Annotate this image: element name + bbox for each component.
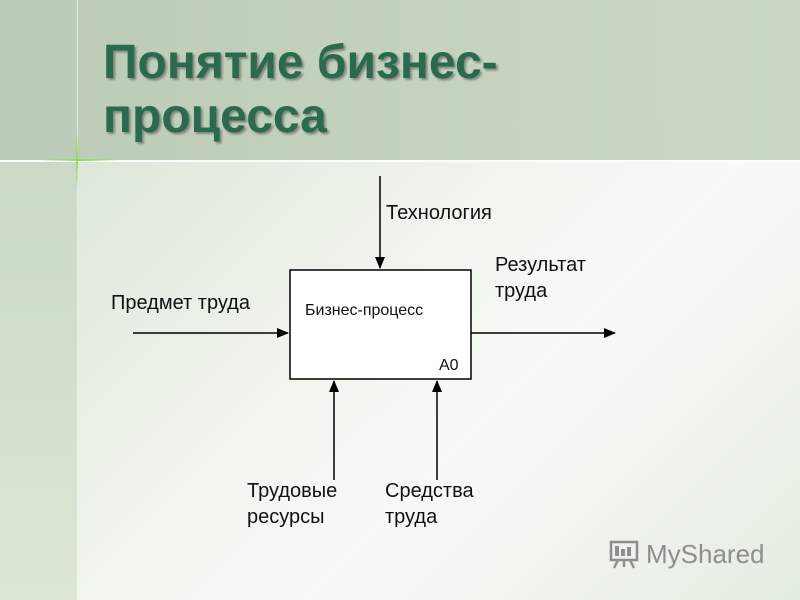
mechanism-label-labor-line2: ресурсы <box>247 506 325 528</box>
sparkle-decor-vertical <box>76 130 78 190</box>
slide-header <box>0 0 800 160</box>
mechanism-label-labor-line1: Трудовые <box>247 480 338 502</box>
mechanism-label-means: Средства труда <box>385 478 474 530</box>
sparkle-decor-horizontal <box>40 159 120 161</box>
slide-body <box>0 160 800 600</box>
watermark: MyShared <box>608 537 765 571</box>
output-label-line1: Результат <box>495 254 586 276</box>
output-label: Результат труда <box>495 252 586 304</box>
control-label: Технология <box>386 202 492 224</box>
process-box-label: Бизнес-процесс <box>305 302 424 319</box>
left-decor-strip <box>0 160 78 600</box>
slide-title: Понятие бизнес- процесса <box>103 36 703 144</box>
mechanism-label-labor: Трудовые ресурсы <box>247 478 337 530</box>
slide-title-line2: процесса <box>103 90 327 143</box>
vertical-divider <box>77 0 78 600</box>
process-box <box>289 269 472 380</box>
presentation-board-icon <box>609 540 639 569</box>
watermark-text: MyShared <box>646 538 765 569</box>
output-label-line2: труда <box>495 280 548 302</box>
horizontal-divider <box>0 160 800 162</box>
slide-title-line1: Понятие бизнес- <box>103 36 498 89</box>
process-box-code: A0 <box>439 357 459 374</box>
mechanism-label-means-line2: труда <box>385 506 438 528</box>
mechanism-label-means-line1: Средства <box>385 480 474 502</box>
input-label: Предмет труда <box>111 292 250 314</box>
